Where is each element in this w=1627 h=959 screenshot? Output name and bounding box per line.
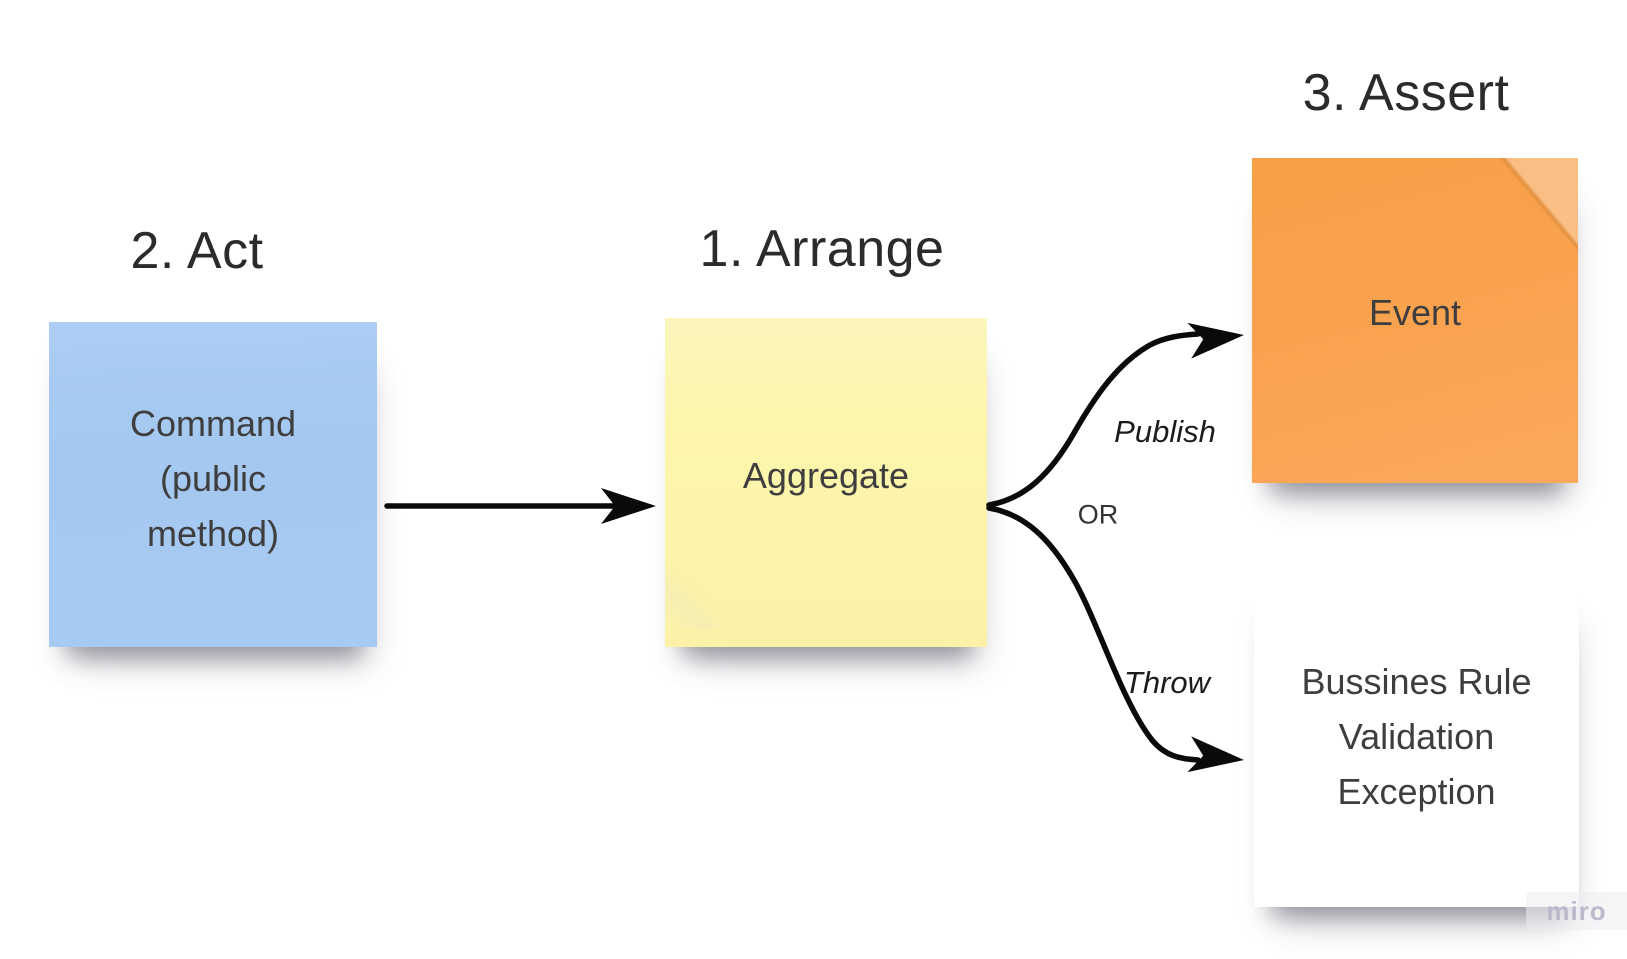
paper-fold-decoration [1498,158,1578,253]
connector-label-throw[interactable]: Throw [1123,665,1211,700]
sticky-note-event[interactable]: Event [1252,158,1578,483]
arrow-command-to-aggregate[interactable] [384,488,656,524]
heading-arrange[interactable]: 1. Arrange [699,220,945,278]
heading-assert[interactable]: 3. Assert [1302,64,1510,122]
sticky-note-exception[interactable]: Bussines Rule Validation Exception [1254,579,1579,907]
heading-act[interactable]: 2. Act [130,222,264,280]
sticky-note-command-text: Command (public method) [129,403,297,554]
miro-watermark: miro [1526,892,1627,930]
sticky-note-command[interactable]: Command (public method) [49,322,377,647]
sticky-note-event-text: Event [1368,292,1462,333]
sticky-note-exception-text: Bussines Rule Validation Exception [1301,660,1532,812]
sticky-note-aggregate-text: Aggregate [742,455,910,496]
arrow-aggregate-to-exception[interactable] [986,505,1246,778]
connector-label-or[interactable]: OR [1077,499,1119,530]
connector-label-publish[interactable]: Publish [1114,414,1216,449]
miro-logo-text: miro [1546,895,1607,926]
paper-fold-decoration [665,567,727,629]
sticky-note-aggregate[interactable]: Aggregate [665,318,987,647]
arrow-aggregate-to-event[interactable] [986,317,1246,508]
